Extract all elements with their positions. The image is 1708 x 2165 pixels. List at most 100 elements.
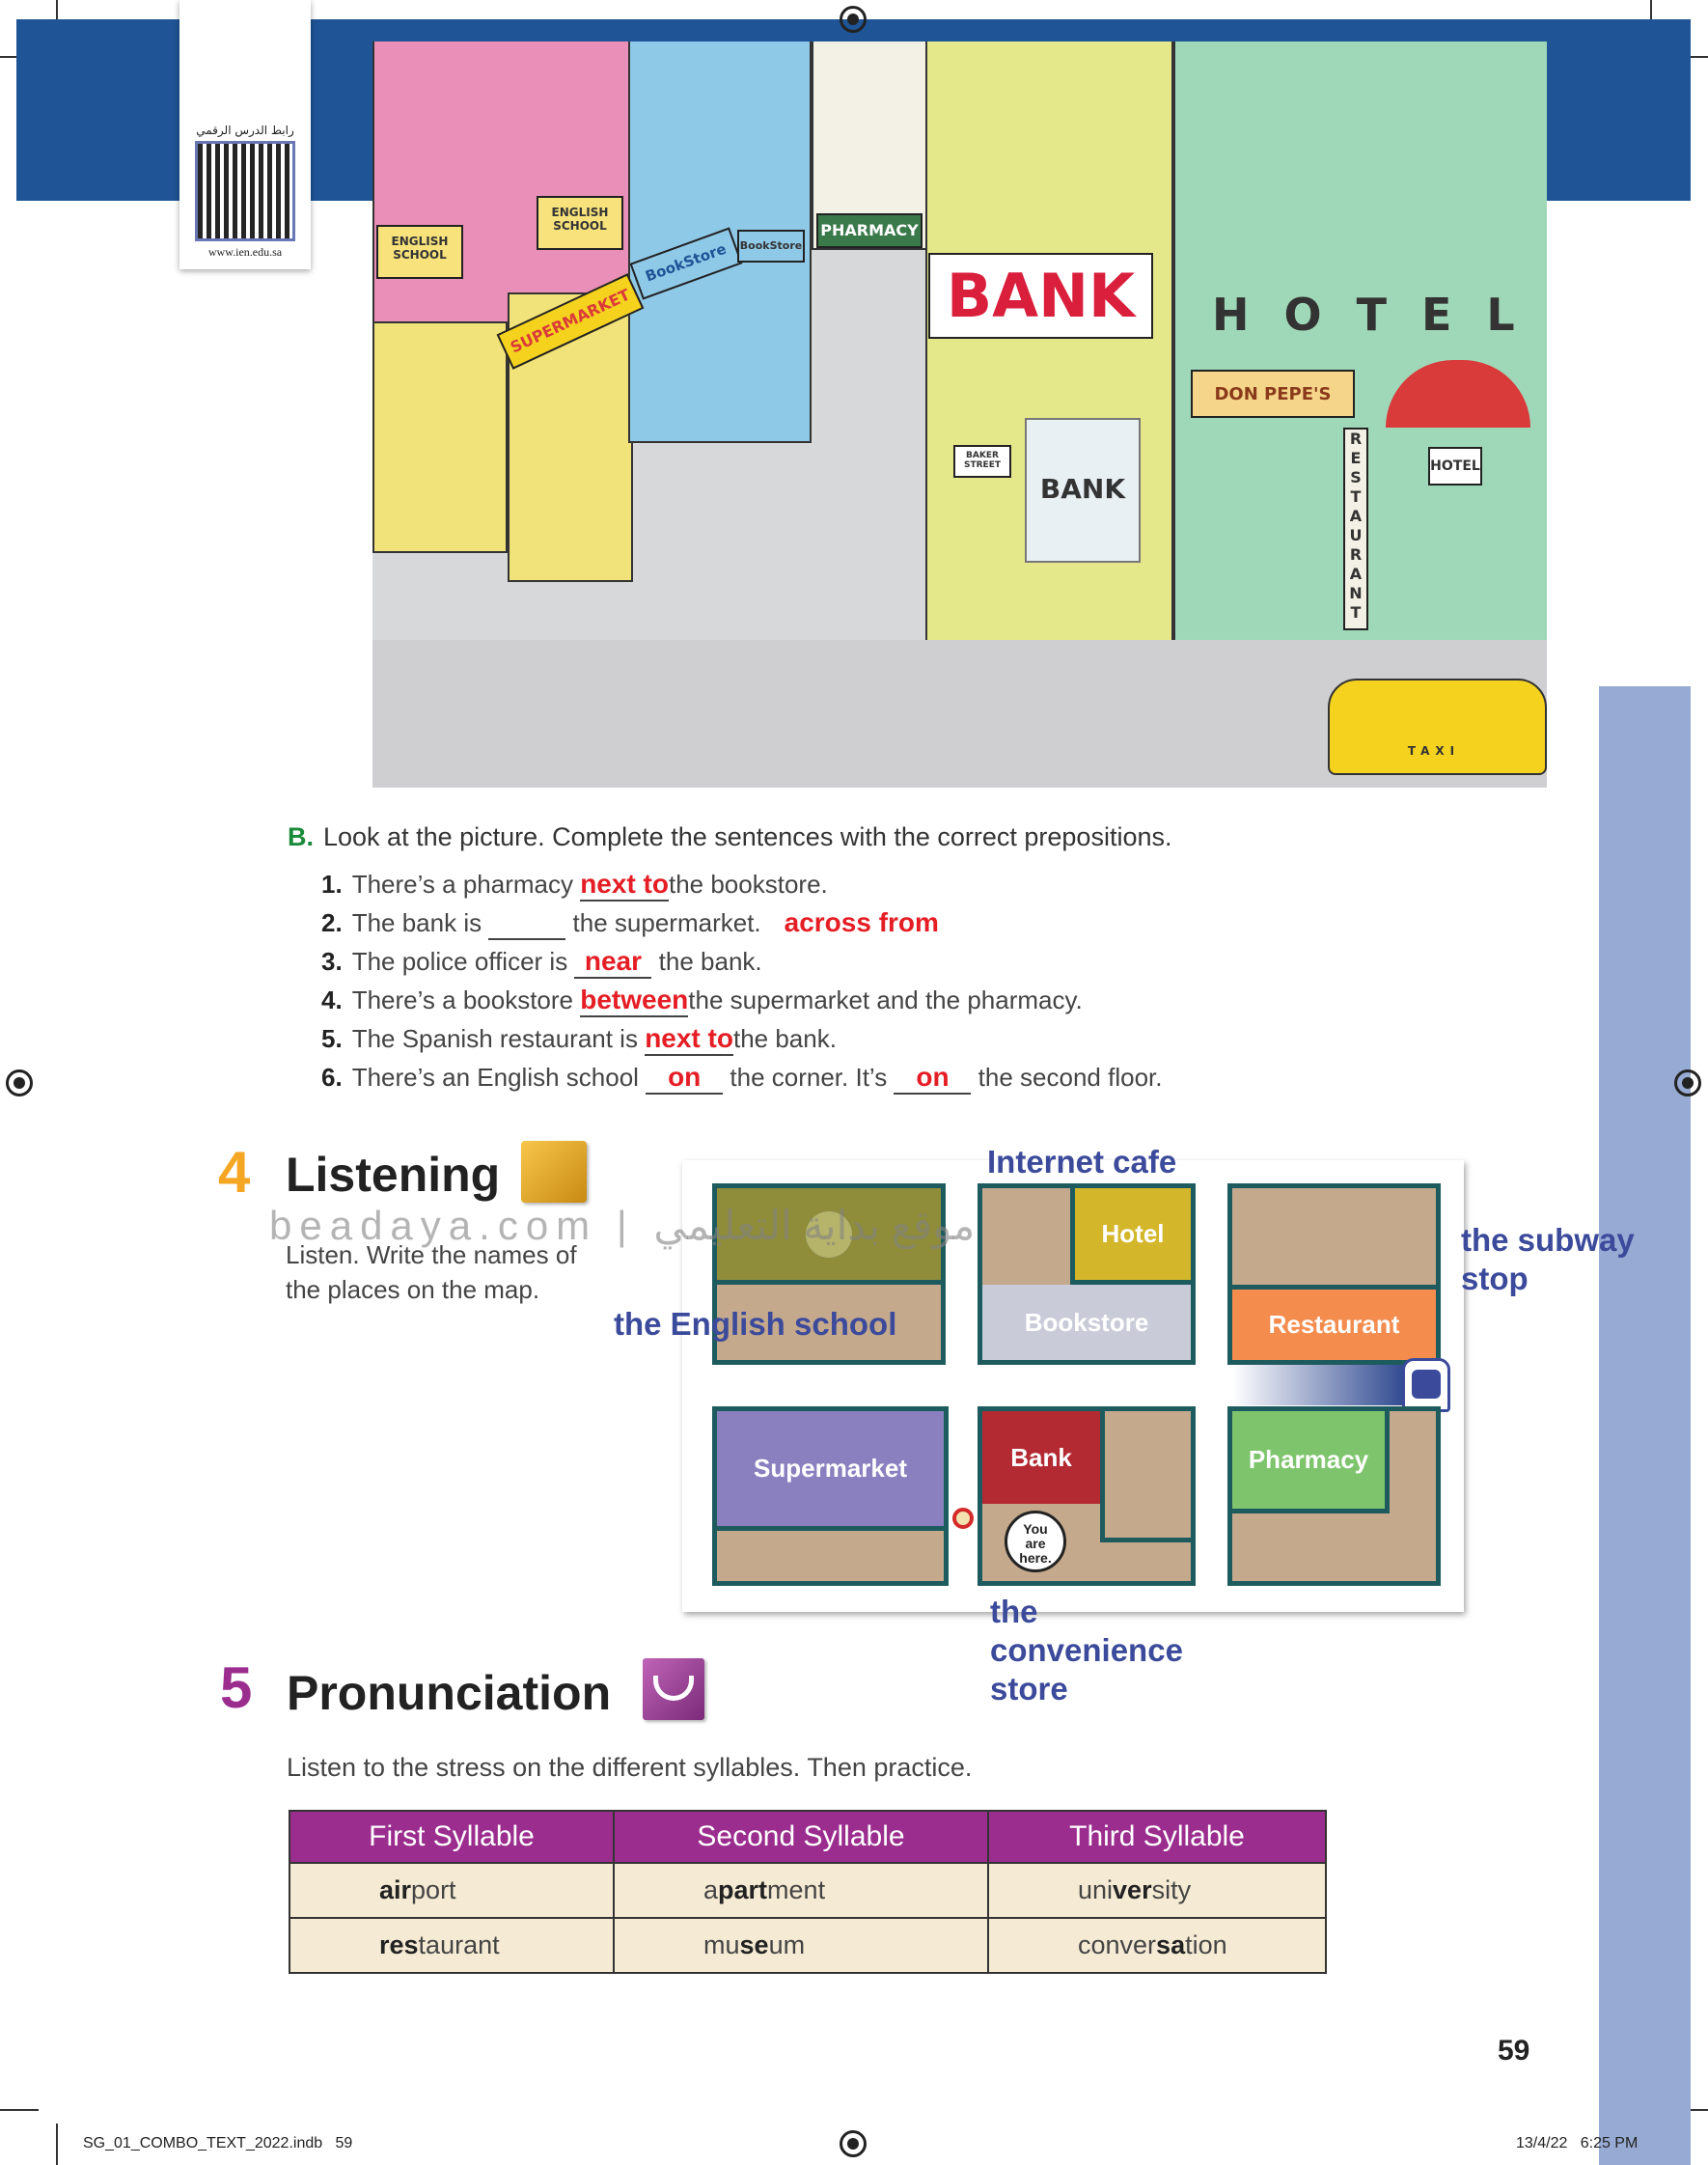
hotel-block: Hotel Bookstore	[978, 1183, 1196, 1365]
answer-english-school: the English school	[614, 1306, 897, 1342]
item-text: There’s a bookstore	[351, 985, 581, 1014]
exercise-item-3: 3. The police officer is near the bank.	[321, 946, 762, 979]
item-text: The Spanish restaurant is	[351, 1024, 646, 1053]
map-supermarket: Supermarket	[717, 1411, 944, 1531]
item-text: the supermarket and the pharmacy.	[688, 985, 1083, 1014]
answer-field[interactable]: between	[580, 985, 689, 1017]
syllable: port	[411, 1875, 456, 1904]
answer-field[interactable]: near	[574, 946, 652, 979]
map-bank: Bank	[982, 1411, 1100, 1504]
word-cell: museum	[613, 1917, 989, 1974]
word-cell: restaurant	[289, 1917, 615, 1974]
syllable: um	[768, 1930, 806, 1959]
item-text: the second floor.	[971, 1063, 1163, 1092]
sign-hotel-door: HOTEL	[1428, 447, 1482, 486]
crop-mark	[56, 2123, 58, 2165]
qr-code-icon[interactable]	[195, 141, 295, 241]
supermarket-block: Supermarket	[712, 1406, 949, 1586]
park-block	[712, 1183, 946, 1365]
qr-url[interactable]: www.ien.edu.sa	[207, 245, 283, 259]
sign-baker-street: BAKER STREET	[953, 445, 1011, 478]
sign-restaurant: RESTAURANT	[1343, 428, 1368, 630]
convenience-store-lot	[1100, 1411, 1191, 1542]
item-text: The police officer is	[351, 947, 575, 976]
stressed-syllable: ver	[1113, 1875, 1152, 1904]
syllable: conver	[1078, 1930, 1157, 1959]
pronunciation-instruction: Listen to the stress on the different sy…	[287, 1753, 973, 1782]
crop-mark	[1650, 0, 1652, 35]
english-school-building	[372, 42, 633, 327]
sign-bank: BANK	[928, 253, 1153, 339]
sign-english-school: ENGLISH SCHOOL	[376, 225, 463, 279]
syllable: tion	[1185, 1930, 1227, 1959]
sign-english-school-2: ENGLISH SCHOOL	[537, 196, 623, 250]
bank-building	[925, 42, 1173, 733]
qr-label: رابط الدرس الرقمي	[196, 124, 294, 137]
syllable: ment	[767, 1875, 826, 1904]
item-text: the bank.	[651, 947, 762, 976]
marker-text: here.	[1019, 1550, 1052, 1566]
speaking-mouth-icon[interactable]	[643, 1658, 704, 1720]
label-line: the	[990, 1594, 1038, 1629]
registration-mark-icon	[840, 6, 867, 33]
registration-mark-icon	[6, 1069, 33, 1096]
stressed-syllable: res	[379, 1930, 419, 1959]
side-answer: across from	[784, 907, 939, 937]
registration-mark-icon	[840, 2130, 867, 2157]
answer-field[interactable]: on	[894, 1062, 972, 1095]
label-line: the subway	[1461, 1222, 1635, 1258]
answer-field[interactable]	[488, 908, 566, 940]
exercise-item-4: 4.There’s a bookstore betweenthe superma…	[321, 985, 1083, 1017]
answer-internet-cafe: Internet cafe	[987, 1144, 1177, 1180]
sign-bookstore-2: BookStore	[737, 230, 805, 263]
subway-line	[1232, 1365, 1416, 1405]
pharmacy-block: Pharmacy	[1227, 1406, 1441, 1586]
section-title: Listening	[286, 1148, 501, 1202]
stressed-syllable: part	[718, 1875, 768, 1904]
column-header: Third Syllable	[987, 1810, 1327, 1864]
map-hotel: Hotel	[1070, 1188, 1191, 1285]
label-line: stop	[1461, 1261, 1529, 1296]
sign-bank-window: BANK	[1025, 418, 1141, 563]
item-text: The bank is	[351, 908, 489, 937]
column-header: First Syllable	[289, 1810, 615, 1864]
marker-text: You	[1023, 1521, 1048, 1537]
audio-icon[interactable]	[521, 1141, 587, 1203]
page-number: 59	[1498, 2035, 1530, 2067]
sign-pharmacy: PHARMACY	[816, 213, 923, 248]
sign-hotel: HOTEL	[1212, 289, 1547, 341]
label-line: store	[990, 1671, 1068, 1707]
answer-field[interactable]: on	[646, 1062, 724, 1095]
exercise-letter: B.	[288, 822, 314, 851]
item-text: There’s a pharmacy	[351, 870, 581, 899]
item-number: 3.	[321, 947, 343, 976]
stressed-syllable: se	[739, 1930, 769, 1959]
label-line: convenience	[990, 1632, 1183, 1668]
item-text: the bookstore.	[668, 870, 828, 899]
item-number: 6.	[321, 1063, 343, 1092]
syllable: a	[703, 1875, 719, 1904]
fountain-icon	[806, 1210, 852, 1258]
crop-mark	[56, 0, 58, 35]
map-restaurant: Restaurant	[1232, 1285, 1436, 1360]
exercise-item-2: 2.The bank is the supermarket.across fro…	[321, 907, 939, 940]
exercise-item-6: 6.There’s an English school on the corne…	[321, 1062, 1162, 1095]
syllable: mu	[703, 1930, 740, 1959]
word-cell: university	[987, 1862, 1327, 1919]
word-cell: apartment	[613, 1862, 989, 1919]
stressed-syllable: air	[379, 1875, 412, 1904]
stressed-syllable: sa	[1156, 1930, 1186, 1959]
answer-field[interactable]: next to	[645, 1023, 733, 1056]
qr-card[interactable]: رابط الدرس الرقمي www.ien.edu.sa	[179, 0, 311, 269]
section-title: Pronunciation	[287, 1666, 612, 1720]
subway-train-icon	[1402, 1358, 1450, 1412]
item-text: the bank.	[732, 1024, 837, 1053]
exercise-b-instruction: B.Look at the picture. Complete the sent…	[288, 822, 1171, 852]
supermarket-building	[372, 321, 508, 553]
answer-field[interactable]: next to	[580, 869, 669, 902]
